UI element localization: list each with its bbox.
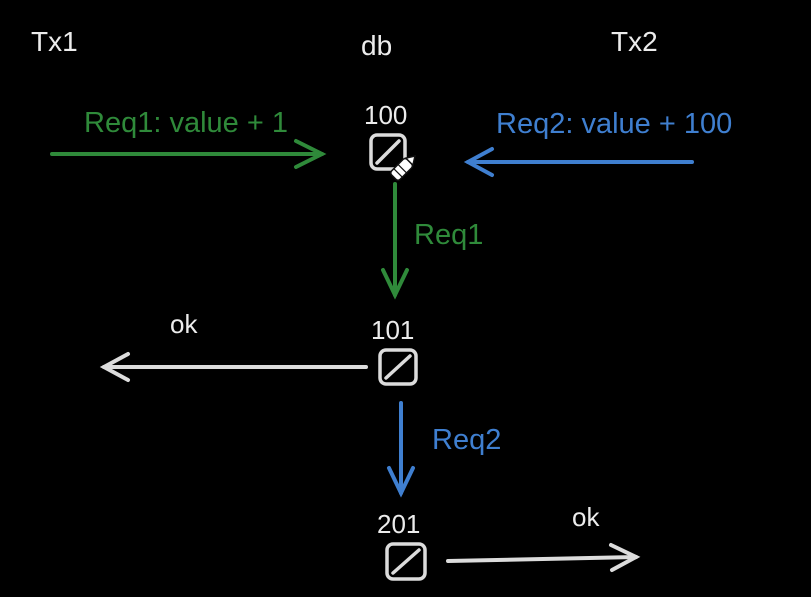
- tx1-ok-label: ok: [170, 309, 198, 339]
- tx2-header: Tx2: [611, 26, 658, 57]
- tx2-ok-label: ok: [572, 502, 600, 532]
- db-record-icon: [378, 348, 418, 386]
- db-value-after-req1: 101: [371, 315, 415, 345]
- req2-arrow: [463, 147, 694, 177]
- req1-label: Req1: value + 1: [84, 107, 288, 139]
- req1-arrow: [50, 139, 327, 169]
- pen-cursor-icon: [390, 154, 417, 181]
- req1-apply-arrow: [381, 182, 409, 300]
- tx1-ok-arrow: [99, 352, 368, 382]
- db-header: db: [361, 30, 393, 61]
- db-record-icon: [385, 542, 427, 581]
- db-record-icon: [369, 133, 407, 171]
- req2-apply-label: Req2: [432, 424, 502, 456]
- db-value-initial: 100: [364, 100, 408, 130]
- tx1-header: Tx1: [31, 26, 78, 57]
- req2-apply-arrow: [387, 401, 415, 498]
- tx2-ok-arrow: [446, 543, 641, 572]
- db-value-after-req2: 201: [377, 509, 421, 539]
- req2-label: Req2: value + 100: [496, 108, 733, 140]
- req1-apply-label: Req1: [414, 219, 484, 251]
